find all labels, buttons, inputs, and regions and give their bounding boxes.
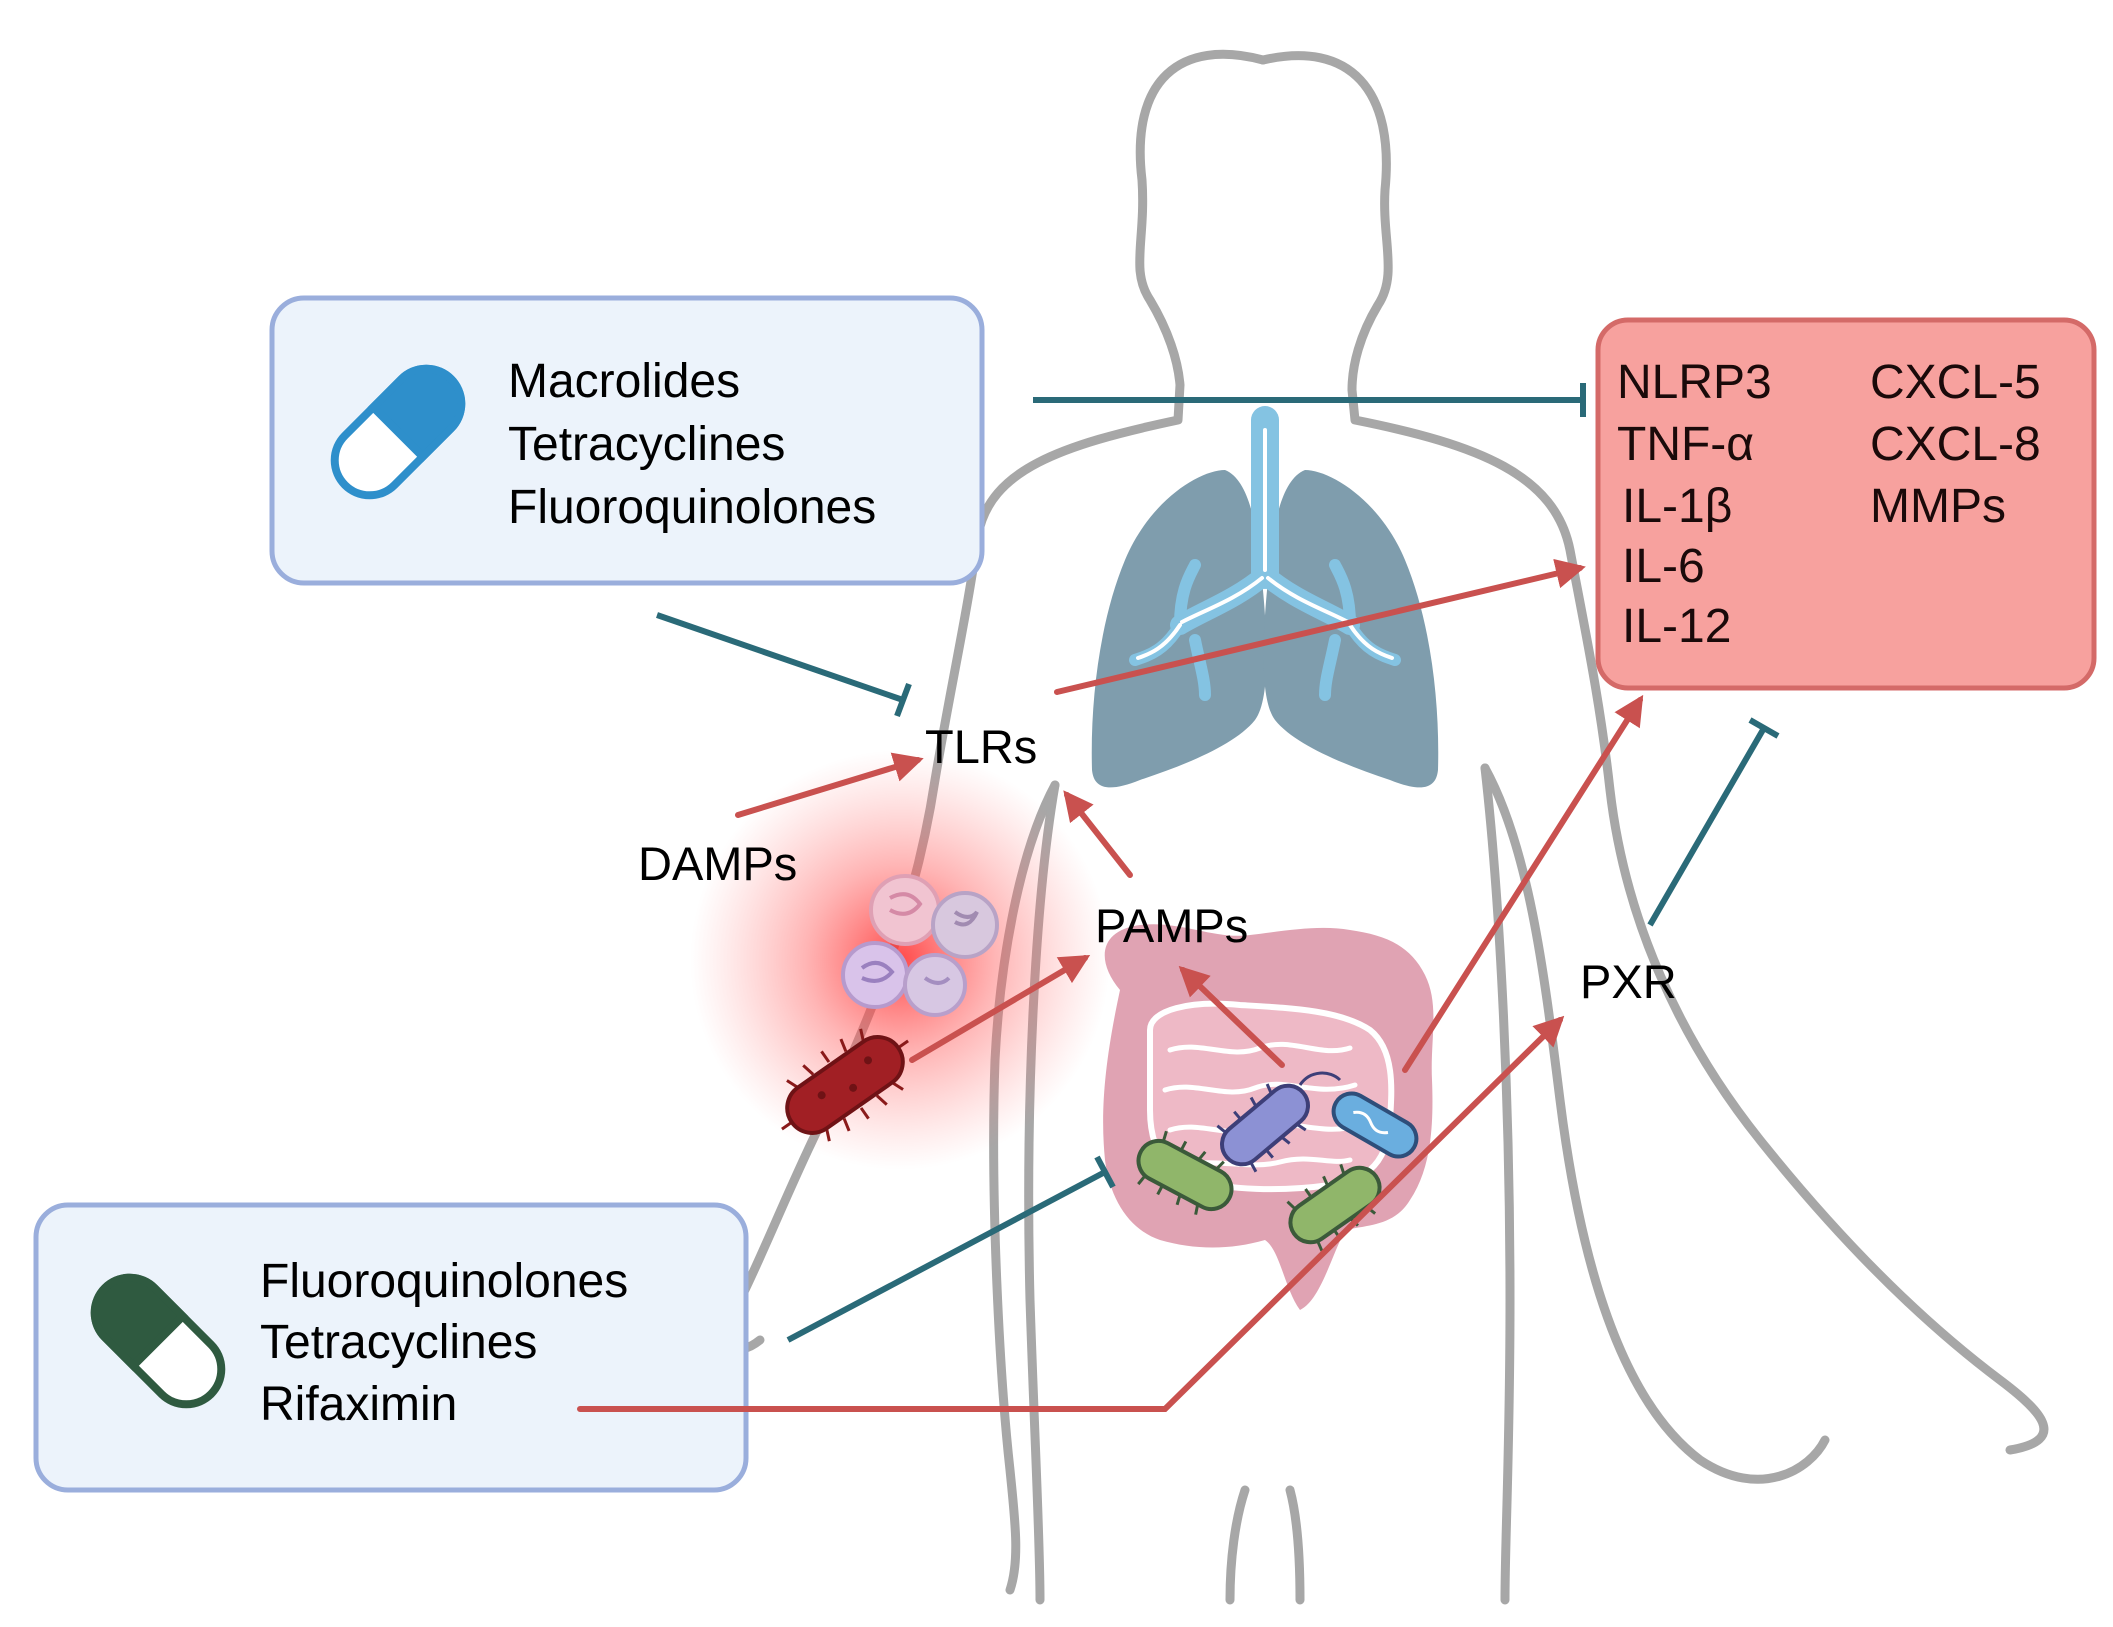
lungs-icon — [1091, 406, 1439, 788]
inhibition-lines — [656, 383, 1780, 1343]
inner-leg-right — [1285, 1485, 1305, 1605]
drug-bottom-item-3: Rifaximin — [260, 1378, 457, 1431]
inhibition-drug-top-to-tlrs — [656, 612, 912, 718]
inhibition-pxr-to-cytokines — [1647, 717, 1780, 927]
drug-bottom-item-1: Fluoroquinolones — [260, 1255, 628, 1308]
label-damps: DAMPs — [638, 837, 797, 890]
gut-bacterium-icon — [1286, 1163, 1382, 1252]
gut-bacterium-icon — [1136, 1130, 1234, 1215]
gut-bacterium-icon — [1331, 1091, 1419, 1159]
pathogen-bacterium-icon — [781, 1028, 909, 1142]
cytokine-mmps: MMPs — [1870, 480, 2006, 533]
label-pxr: PXR — [1580, 955, 1677, 1008]
bacteria-connector — [1298, 1071, 1342, 1086]
arrow-gut-to-pamps — [1178, 965, 1285, 1068]
cytokine-il-12: IL-12 — [1622, 600, 1731, 653]
drug-bottom-item-2: Tetracyclines — [260, 1316, 537, 1369]
arrow-pamps-to-tlrs — [1063, 790, 1133, 878]
immune-cell-icon — [903, 953, 967, 1017]
cytokine-cxcl-5: CXCL-5 — [1870, 356, 2041, 409]
drug-top-item-3: Fluoroquinolones — [508, 481, 876, 534]
right-leg — [1480, 763, 1515, 1605]
drug-box-bottom-frame — [33, 1202, 749, 1493]
cytokine-box: NLRP3 TNF-α IL-1β IL-6 IL-12 CXCL-5 CXCL… — [1595, 317, 2097, 691]
arrow-gut-to-cytokines — [1402, 694, 1644, 1073]
label-pamps: PAMPs — [1095, 899, 1248, 952]
drug-box-bottom: Fluoroquinolones Tetracyclines Rifaximin — [33, 1202, 749, 1493]
immune-cell-icon — [841, 941, 909, 1009]
activation-arrows — [577, 558, 1644, 1412]
cytokine-il-6: IL-6 — [1622, 540, 1705, 593]
cytokine-il-1beta: IL-1β — [1622, 480, 1732, 533]
drug-top-item-1: Macrolides — [508, 355, 740, 408]
arrow-pathogen-to-pamps — [909, 954, 1091, 1063]
drug-box-top-frame — [269, 295, 985, 586]
cytokine-tnf-alpha: TNF-α — [1617, 418, 1754, 471]
body-right-side — [1258, 51, 2049, 1455]
arrow-rifaximin-to-pxr — [577, 1015, 1565, 1412]
inner-leg-left — [1225, 1485, 1250, 1605]
cytokine-cxcl-8: CXCL-8 — [1870, 418, 2041, 471]
immune-cell-icon — [869, 874, 941, 946]
right-arm-inner — [1480, 763, 1830, 1484]
inflammation-site — [690, 750, 1110, 1170]
cytokine-nlrp3: NLRP3 — [1617, 356, 1772, 409]
cytokine-box-frame — [1595, 317, 2097, 691]
inhibition-drug-top-to-cytokines — [1033, 383, 1586, 417]
drug-top-item-2: Tetracyclines — [508, 418, 785, 471]
inhibition-drug-bottom-to-gut-bacteria — [786, 1155, 1116, 1343]
capsule-icon — [90, 1273, 226, 1409]
arrow-tlrs-to-cytokines — [1054, 558, 1586, 695]
gut-bacterium-icon — [1216, 1083, 1310, 1173]
drug-box-top: Macrolides Tetracyclines Fluoroquinolone… — [269, 295, 985, 586]
label-tlrs: TLRs — [925, 720, 1037, 773]
capsule-icon — [330, 364, 466, 500]
arrow-damps-to-tlrs — [735, 752, 924, 818]
